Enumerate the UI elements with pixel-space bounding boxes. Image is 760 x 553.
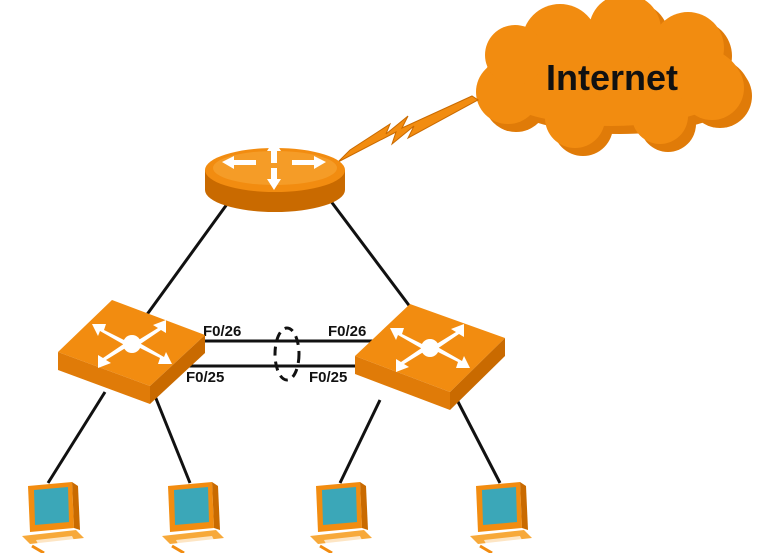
- right-switch-port-bottom-label: F0/25: [309, 369, 347, 386]
- connection-lines: [46, 199, 502, 484]
- switch-icon: [58, 300, 205, 404]
- link-left-switch-pc2: [153, 395, 192, 484]
- right-switch-port-top-label: F0/26: [328, 323, 366, 340]
- link-left-switch-pc1: [46, 391, 107, 484]
- cloud-icon: Internet: [476, 0, 752, 156]
- left-switch-port-top-label: F0/26: [203, 323, 241, 340]
- etherchannel-ellipse-icon: [273, 326, 301, 382]
- cloud-label: Internet: [546, 57, 678, 98]
- computer-icon: [162, 482, 224, 553]
- switch-icon: [355, 304, 505, 410]
- link-router-right-switch: [328, 199, 422, 321]
- computer-icon: [310, 482, 372, 553]
- router-icon: [205, 140, 345, 212]
- computer-icon: [22, 482, 84, 553]
- link-right-switch-pc4: [453, 395, 502, 484]
- lightning-link-icon: [337, 95, 479, 163]
- link-right-switch-pc3: [338, 399, 382, 484]
- computer-icon: [470, 482, 532, 553]
- link-router-left-switch: [141, 199, 232, 321]
- left-switch-port-bottom-label: F0/25: [186, 369, 224, 386]
